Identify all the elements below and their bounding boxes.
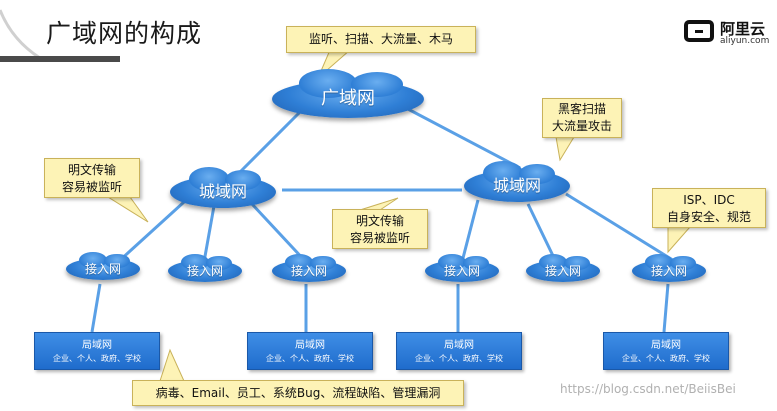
logo-name-en: aliyun.com xyxy=(720,36,770,46)
link-man-right-acc6 xyxy=(565,192,677,264)
callout-left-line-2: 容易被监听 xyxy=(61,180,122,194)
lan-box-4: 局域网 企业、个人、政府、学校 xyxy=(603,332,729,370)
callout-hacker-line-2: 大流量攻击 xyxy=(551,119,612,133)
man-cloud-right: 城域网 xyxy=(464,161,570,202)
link-man-left-acc3 xyxy=(250,202,308,264)
lan-box-1: 局域网 企业、个人、政府、学校 xyxy=(34,332,160,370)
callout-threats-wan: 监听、扫描、大流量、木马 xyxy=(286,26,476,53)
link-man-left-acc1 xyxy=(116,200,186,264)
callout-hacker-line-1: 黑客扫描 xyxy=(557,102,606,116)
callout-isp-pointer xyxy=(667,226,692,254)
wan-cloud: 广域网 xyxy=(272,69,424,118)
title-decoration-curve xyxy=(0,9,41,60)
callout-left-pointer xyxy=(106,196,149,223)
page-title: 广域网的构成 xyxy=(46,19,203,48)
wan-label: 广域网 xyxy=(321,88,375,109)
link-acc1-lan1 xyxy=(90,283,102,333)
access-label-4: 接入网 xyxy=(443,264,480,278)
man-left-label: 城域网 xyxy=(198,182,247,201)
title-underline xyxy=(0,56,120,62)
callout-hacker-pointer xyxy=(555,136,575,162)
access-cloud-6: 接入网 xyxy=(632,253,706,282)
link-man-left-acc2 xyxy=(202,205,216,263)
callout-lan-threats: 病毒、Email、员工、系统Bug、流程缺陷、管理漏洞 xyxy=(132,380,464,406)
link-wan-man-right xyxy=(405,106,521,170)
lan-sub-1: 企业、个人、政府、学校 xyxy=(53,354,141,363)
link-wan-man-left xyxy=(238,110,302,174)
callout-bottom-pointer xyxy=(159,348,185,382)
lan-sub-3: 企业、个人、政府、学校 xyxy=(415,354,503,363)
access-cloud-2: 接入网 xyxy=(168,253,242,282)
callout-plaintext-middle: 明文传输 容易被监听 xyxy=(332,209,428,249)
link-man-right-acc4 xyxy=(460,199,480,263)
access-label-3: 接入网 xyxy=(290,264,327,278)
link-man-right-acc5 xyxy=(526,203,558,263)
access-label-6: 接入网 xyxy=(650,264,687,278)
access-cloud-4: 接入网 xyxy=(425,253,499,282)
man-right-label: 城域网 xyxy=(492,176,541,195)
logo-name-cn: 阿里云 xyxy=(720,20,766,38)
lan-title-4: 局域网 xyxy=(651,340,681,351)
access-label-5: 接入网 xyxy=(544,264,581,278)
watermark: https://blog.csdn.net/BeiisBei xyxy=(560,382,736,396)
access-cloud-1: 接入网 xyxy=(66,251,140,280)
callout-plaintext-left: 明文传输 容易被监听 xyxy=(44,158,140,198)
lan-sub-4: 企业、个人、政府、学校 xyxy=(622,354,710,363)
lan-box-3: 局域网 企业、个人、政府、学校 xyxy=(396,332,522,370)
callout-mid-line-2: 容易被监听 xyxy=(349,231,410,245)
access-label-1: 接入网 xyxy=(84,262,121,276)
lan-title-3: 局域网 xyxy=(444,340,474,351)
callout-mid-line-1: 明文传输 xyxy=(355,214,404,228)
man-cloud-left: 城域网 xyxy=(170,167,276,208)
callout-left-line-1: 明文传输 xyxy=(67,163,116,177)
link-acc6-lan4 xyxy=(662,283,670,333)
access-cloud-3: 接入网 xyxy=(272,253,346,282)
lan-title-1: 局域网 xyxy=(82,340,112,351)
access-cloud-5: 接入网 xyxy=(526,253,600,282)
access-label-2: 接入网 xyxy=(186,264,223,278)
callout-hacker: 黑客扫描 大流量攻击 xyxy=(542,98,622,138)
callout-isp-line-1: ISP、IDC xyxy=(683,193,735,207)
lan-sub-2: 企业、个人、政府、学校 xyxy=(266,354,354,363)
callout-isp-line-2: 自身安全、规范 xyxy=(666,210,751,224)
callout-isp-idc: ISP、IDC 自身安全、规范 xyxy=(652,188,766,228)
lan-box-2: 局域网 企业、个人、政府、学校 xyxy=(247,332,373,370)
lan-title-2: 局域网 xyxy=(295,340,325,351)
aliyun-logo-icon xyxy=(684,20,714,42)
